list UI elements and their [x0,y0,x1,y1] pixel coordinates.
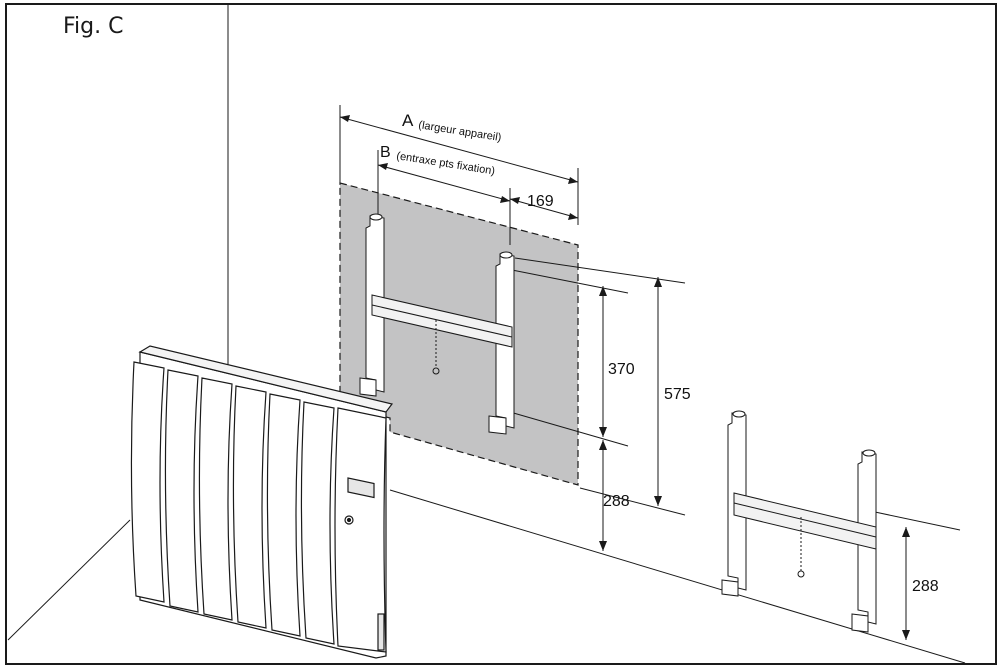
floor-wall-line [389,489,966,664]
dimension-offset-line [509,198,579,219]
dimension-a-desc: (largeur appareil) [418,119,503,144]
dimension-370-value: 370 [608,361,635,378]
dimension-b-line [377,164,511,202]
dimension-a-label: A [402,111,414,130]
dimension-offset-value: 169 [527,193,554,210]
radiator [130,345,394,659]
figure-frame [5,3,997,665]
dimension-575-value: 575 [664,386,691,403]
dimension-288-value: 288 [603,493,630,510]
dimension-arrows [340,115,910,640]
wall-bracket-floor [721,410,877,633]
wall-bracket-mounted [359,213,515,435]
figure-label: Fig. C [63,14,124,39]
dimension-a-line [339,116,579,183]
dimension-b-label: B [380,144,391,161]
dimension-lines [339,105,961,640]
dimension-288-bracket-value: 288 [912,578,939,595]
room-outline [7,5,966,664]
floor-left-line [7,519,131,641]
